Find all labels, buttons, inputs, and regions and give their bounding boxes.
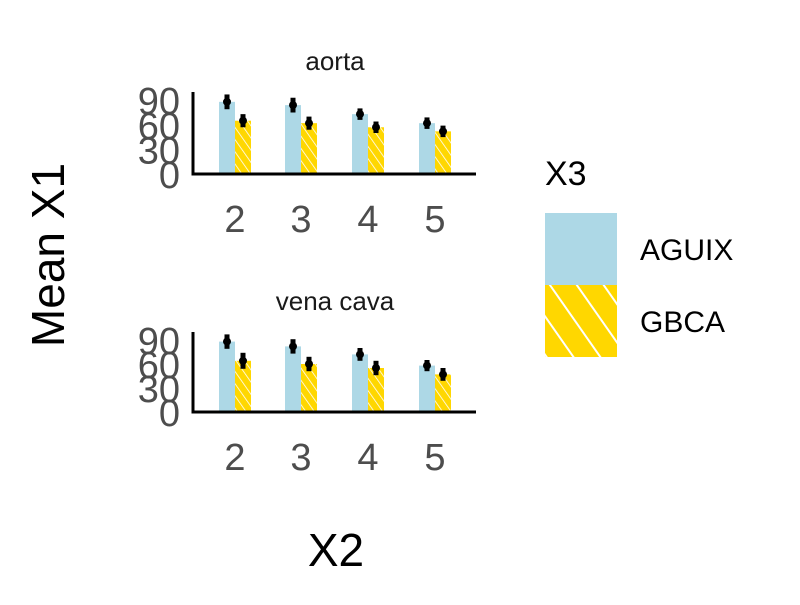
- bar: [419, 365, 435, 412]
- legend-label: AGUIX: [640, 234, 733, 267]
- bar: [419, 123, 435, 174]
- mean-point: [223, 97, 231, 106]
- bar: [301, 123, 317, 174]
- bar: [368, 127, 384, 174]
- y-tick-label: 30: [138, 369, 180, 411]
- bar: [219, 341, 235, 412]
- bar: [301, 364, 317, 412]
- mean-point: [239, 356, 247, 365]
- bar: [219, 101, 235, 174]
- x-tick-label: 2: [224, 437, 245, 479]
- legend-item: AGUIX: [545, 213, 733, 285]
- bar: [352, 114, 368, 174]
- bar: [285, 346, 301, 412]
- y-tick-label: 0: [159, 155, 180, 197]
- x-tick-label: 5: [424, 437, 445, 479]
- y-tick-label: 60: [138, 106, 180, 148]
- y-tick-label: 0: [159, 393, 180, 435]
- mean-point: [372, 364, 380, 372]
- x-tick-label: 3: [290, 199, 311, 241]
- mean-point: [356, 350, 364, 359]
- y-tick-label: 30: [138, 130, 180, 172]
- facet-title: vena cava: [276, 286, 395, 316]
- y-axis-label: Mean X1: [22, 163, 74, 347]
- y-tick-label: 60: [138, 345, 180, 387]
- bar: [235, 120, 251, 174]
- mean-point: [305, 119, 313, 128]
- bar: [435, 131, 451, 174]
- legend-key: [545, 213, 617, 285]
- mean-point: [239, 116, 247, 125]
- legend-key: [545, 285, 617, 357]
- legend-title: X3: [545, 155, 587, 193]
- legend-item: GBCA: [545, 285, 725, 357]
- mean-point: [356, 110, 364, 119]
- mean-point: [289, 342, 297, 351]
- x-tick-label: 2: [224, 199, 245, 241]
- bar: [368, 368, 384, 412]
- legend-label: GBCA: [640, 306, 725, 339]
- mean-point: [423, 361, 431, 370]
- bar: [352, 354, 368, 412]
- bar: [235, 360, 251, 412]
- x-axis-label: X2: [308, 524, 364, 576]
- mean-point: [439, 127, 447, 136]
- mean-point: [305, 360, 313, 368]
- mean-point: [423, 119, 431, 128]
- mean-point: [439, 370, 447, 379]
- x-tick-label: 3: [290, 437, 311, 479]
- bar: [285, 105, 301, 174]
- facet-title: aorta: [305, 46, 365, 76]
- y-tick-label: 90: [138, 321, 180, 363]
- mean-point: [223, 337, 231, 346]
- x-tick-label: 4: [357, 437, 378, 479]
- bar: [435, 374, 451, 412]
- mean-point: [289, 101, 297, 110]
- mean-point: [372, 123, 380, 132]
- x-tick-label: 5: [424, 199, 445, 241]
- y-tick-label: 90: [138, 81, 180, 123]
- x-tick-label: 4: [357, 199, 378, 241]
